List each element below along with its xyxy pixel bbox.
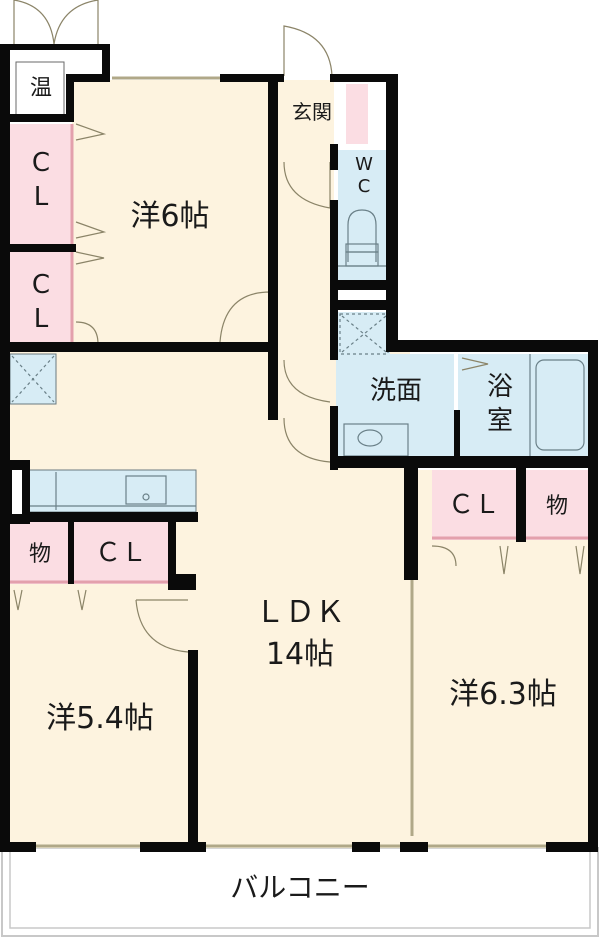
- room-floors: [10, 80, 590, 848]
- closet-upper-label-line2: L: [33, 182, 49, 212]
- closet-lower-label-line2: L: [33, 304, 49, 334]
- windows: [36, 76, 546, 848]
- water-heater-label: 温: [29, 76, 52, 101]
- room-ldk-name: ＬＤＫ: [255, 595, 345, 630]
- water-heater: [12, 48, 65, 119]
- entrance-label: 玄関: [292, 100, 332, 124]
- bathroom-label-line1: 浴: [486, 372, 513, 402]
- bathroom-label: 浴 室: [470, 374, 530, 434]
- closet-upper-label: C L: [10, 150, 72, 210]
- washroom-label: 洗面: [369, 376, 422, 406]
- balcony-label: バルコニー: [230, 871, 370, 904]
- balcony-area: [1, 847, 599, 937]
- room-western-6-label: 洋6帖: [130, 199, 210, 234]
- storage-middle-left-label: 物: [28, 542, 51, 567]
- walls: [0, 44, 598, 852]
- wc-label-line1: W: [355, 154, 373, 175]
- storage-right-label: 物: [545, 494, 568, 519]
- closet-lower-label: C L: [10, 272, 72, 332]
- storage-areas: [10, 84, 588, 584]
- room-ldk-size: 14帖: [265, 637, 335, 672]
- wc-label: W C: [338, 156, 390, 196]
- closet-upper-label-line1: C: [31, 148, 51, 178]
- wc-label-line2: C: [357, 176, 371, 197]
- kitchen-opening: [12, 470, 22, 514]
- bathroom-label-line2: 室: [486, 406, 513, 436]
- room-ldk-label: ＬＤＫ 14帖: [220, 598, 380, 670]
- room-western-6-3-label: 洋6.3帖: [449, 677, 557, 712]
- closet-right-label: ＣＬ: [447, 490, 500, 520]
- closet-middle-left-label: ＣＬ: [94, 538, 147, 568]
- room-western-5-4-label: 洋5.4帖: [46, 701, 154, 736]
- closet-lower-label-line1: C: [31, 270, 51, 300]
